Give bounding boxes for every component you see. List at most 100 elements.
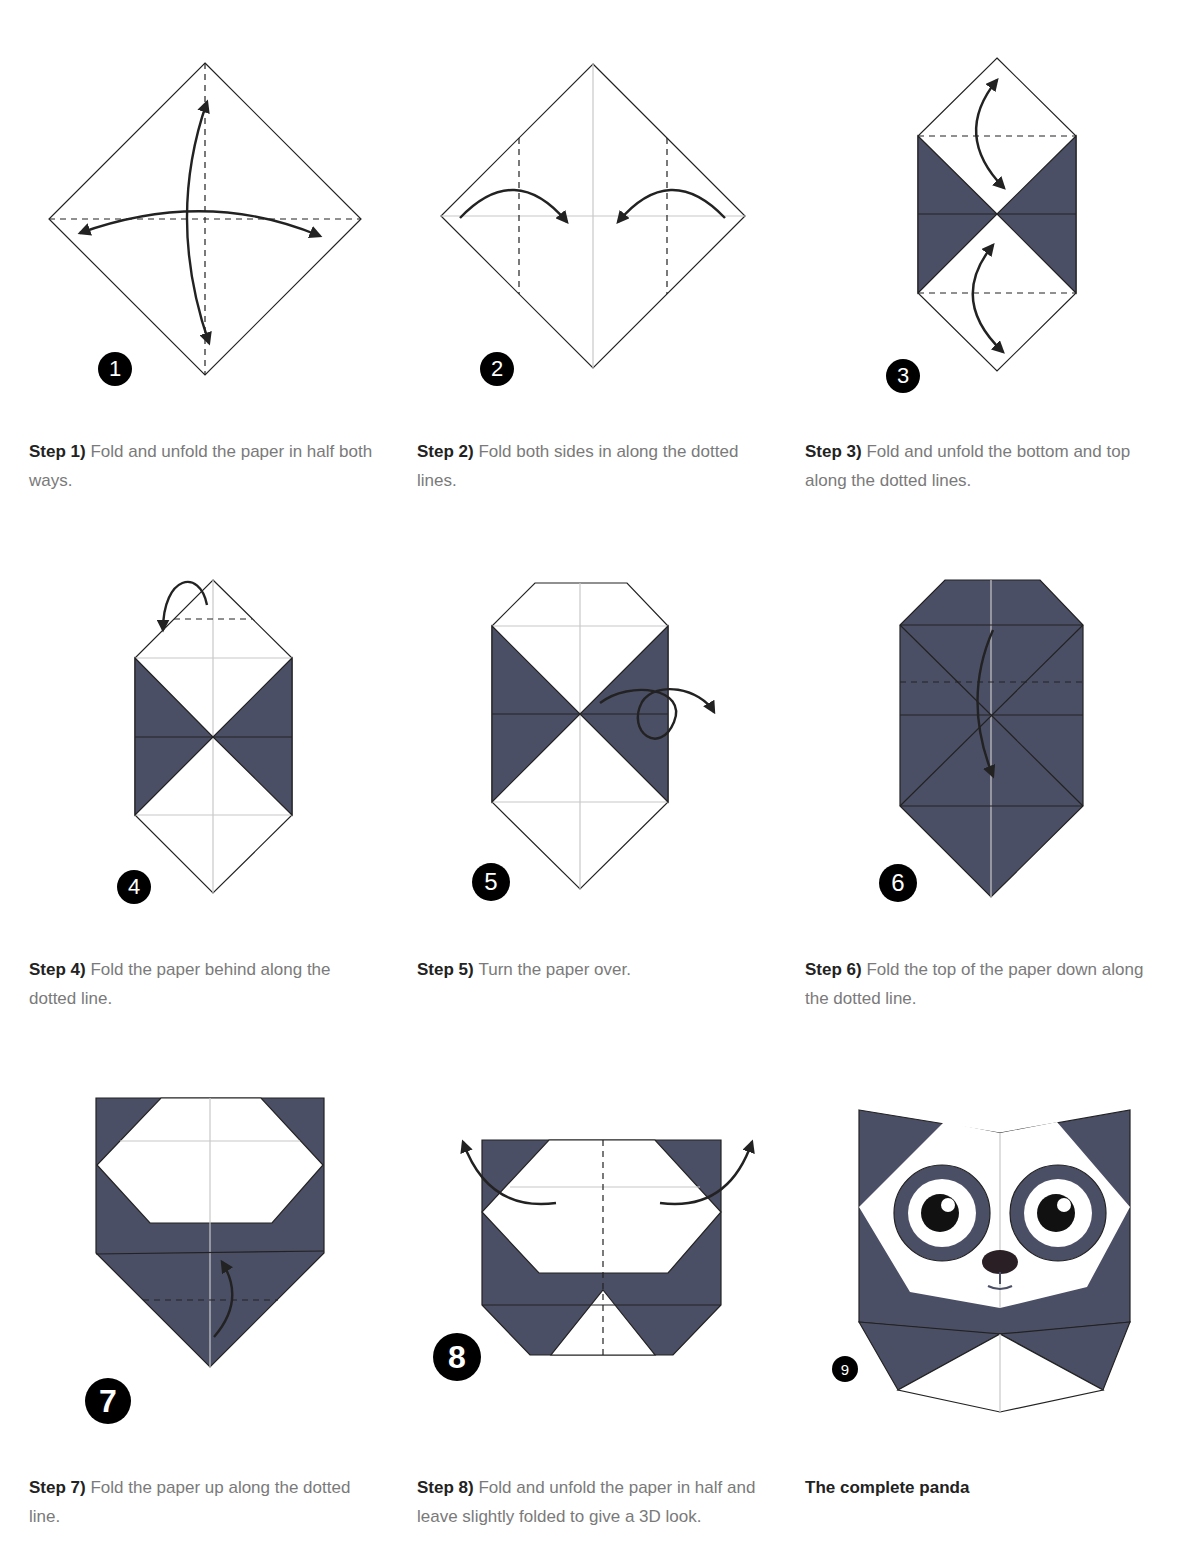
step-heading: Step 4) xyxy=(29,960,86,979)
step-caption: Step 5)Turn the paper over. xyxy=(417,955,762,984)
fold-step-two xyxy=(441,64,745,368)
complete-panda-part xyxy=(1057,1198,1071,1212)
step-heading: Step 6) xyxy=(805,960,862,979)
fold-step-five-part xyxy=(492,713,668,714)
complete-panda-part xyxy=(1024,1179,1092,1247)
complete-panda-part xyxy=(988,1272,1012,1289)
step-heading: Step 3) xyxy=(805,442,862,461)
complete-panda-part xyxy=(982,1250,1018,1274)
complete-panda-part xyxy=(859,1110,1130,1335)
step-heading: Step 2) xyxy=(417,442,474,461)
fold-step-two-part xyxy=(666,138,667,294)
fold-step-four-part xyxy=(135,657,292,658)
step-number: 4 xyxy=(128,876,140,898)
complete-panda-part xyxy=(921,1194,959,1232)
fold-step-four-part xyxy=(174,618,252,619)
step-number: 9 xyxy=(841,1362,849,1377)
step-number: 3 xyxy=(897,365,909,387)
step-caption: The complete panda xyxy=(805,1473,1150,1502)
step-caption: Step 4)Fold the paper behind along the d… xyxy=(29,955,374,1013)
fold-step-six-part xyxy=(978,630,994,776)
fold-step-eight-part xyxy=(660,1142,752,1204)
fold-step-five xyxy=(492,583,714,889)
step-number-badge: 2 xyxy=(480,352,514,386)
complete-panda-part xyxy=(999,1334,1000,1412)
fold-step-three-part xyxy=(976,80,1004,188)
fold-step-two-part xyxy=(518,138,519,294)
step-number: 5 xyxy=(484,870,497,894)
fold-step-five-part xyxy=(579,583,580,889)
fold-step-one xyxy=(49,63,361,375)
fold-step-four-part xyxy=(135,736,292,737)
fold-step-six-part xyxy=(900,580,1083,897)
step-heading: The complete panda xyxy=(805,1478,969,1497)
step-number-badge: 6 xyxy=(879,864,917,902)
fold-step-five-part xyxy=(492,625,668,626)
step-caption: Step 8)Fold and unfold the paper in half… xyxy=(417,1473,762,1531)
fold-step-two-part xyxy=(460,190,567,222)
fold-step-two-part xyxy=(441,64,745,368)
step-caption: Step 3)Fold and unfold the bottom and to… xyxy=(805,437,1150,495)
fold-step-three-part xyxy=(918,135,1076,136)
step-number-badge: 8 xyxy=(433,1333,481,1381)
fold-step-seven-part xyxy=(96,1098,324,1367)
fold-step-four-part xyxy=(135,814,292,815)
step-number-badge: 3 xyxy=(886,359,920,393)
step-heading: Step 5) xyxy=(417,960,474,979)
complete-panda-part xyxy=(859,1122,1130,1308)
fold-step-three-part xyxy=(918,58,1076,371)
fold-step-eight-part xyxy=(510,1186,700,1187)
step-number: 1 xyxy=(109,358,121,380)
fold-step-six xyxy=(900,580,1083,897)
complete-panda-part xyxy=(1037,1194,1075,1232)
step-caption: Step 2)Fold both sides in along the dott… xyxy=(417,437,762,495)
complete-panda-part xyxy=(894,1165,990,1261)
fold-step-six-part xyxy=(900,681,1083,682)
complete-panda xyxy=(859,1110,1130,1412)
fold-step-five-part xyxy=(492,583,668,889)
fold-step-eight-part xyxy=(482,1304,721,1305)
fold-step-eight-part xyxy=(482,1140,721,1273)
fold-step-seven xyxy=(96,1098,324,1367)
complete-panda-part xyxy=(1010,1165,1106,1261)
fold-step-six-part xyxy=(900,624,1083,625)
fold-step-one-part xyxy=(187,102,209,343)
step-number: 2 xyxy=(491,358,503,380)
step-number: 8 xyxy=(448,1341,466,1373)
fold-step-two-part xyxy=(618,190,725,222)
fold-step-three-part xyxy=(918,292,1076,293)
step-number: 7 xyxy=(99,1385,117,1417)
step-number-badge: 1 xyxy=(98,352,132,386)
fold-step-one-part xyxy=(49,63,361,375)
fold-step-eight-part xyxy=(482,1140,721,1355)
step-number-badge: 4 xyxy=(117,870,151,904)
step-caption: Step 7)Fold the paper up along the dotte… xyxy=(29,1473,374,1531)
fold-step-eight-part xyxy=(463,1142,556,1204)
fold-step-seven-part xyxy=(214,1262,232,1337)
step-caption: Step 1)Fold and unfold the paper in half… xyxy=(29,437,374,495)
complete-panda-part xyxy=(941,1198,955,1212)
fold-step-four-part xyxy=(135,580,292,893)
fold-step-seven-part xyxy=(143,1299,278,1300)
fold-step-four xyxy=(135,580,292,893)
step-number-badge: 9 xyxy=(832,1356,858,1382)
fold-step-two-part xyxy=(441,215,745,216)
fold-step-five-part xyxy=(600,689,714,739)
fold-step-seven-part xyxy=(209,1098,210,1367)
fold-step-one-part xyxy=(80,211,320,236)
fold-step-eight-part xyxy=(602,1140,603,1355)
fold-step-six-part xyxy=(900,625,1083,806)
step-heading: Step 7) xyxy=(29,1478,86,1497)
fold-step-six-part xyxy=(900,805,1083,806)
complete-panda-part xyxy=(908,1179,976,1247)
step-number-badge: 7 xyxy=(85,1378,131,1424)
fold-step-one-part xyxy=(49,218,361,219)
step-caption: Step 6)Fold the top of the paper down al… xyxy=(805,955,1150,1013)
step-number-badge: 5 xyxy=(472,863,510,901)
fold-step-six-part xyxy=(990,580,991,897)
step-heading: Step 1) xyxy=(29,442,86,461)
step-heading: Step 8) xyxy=(417,1478,474,1497)
fold-step-five-part xyxy=(492,801,668,802)
